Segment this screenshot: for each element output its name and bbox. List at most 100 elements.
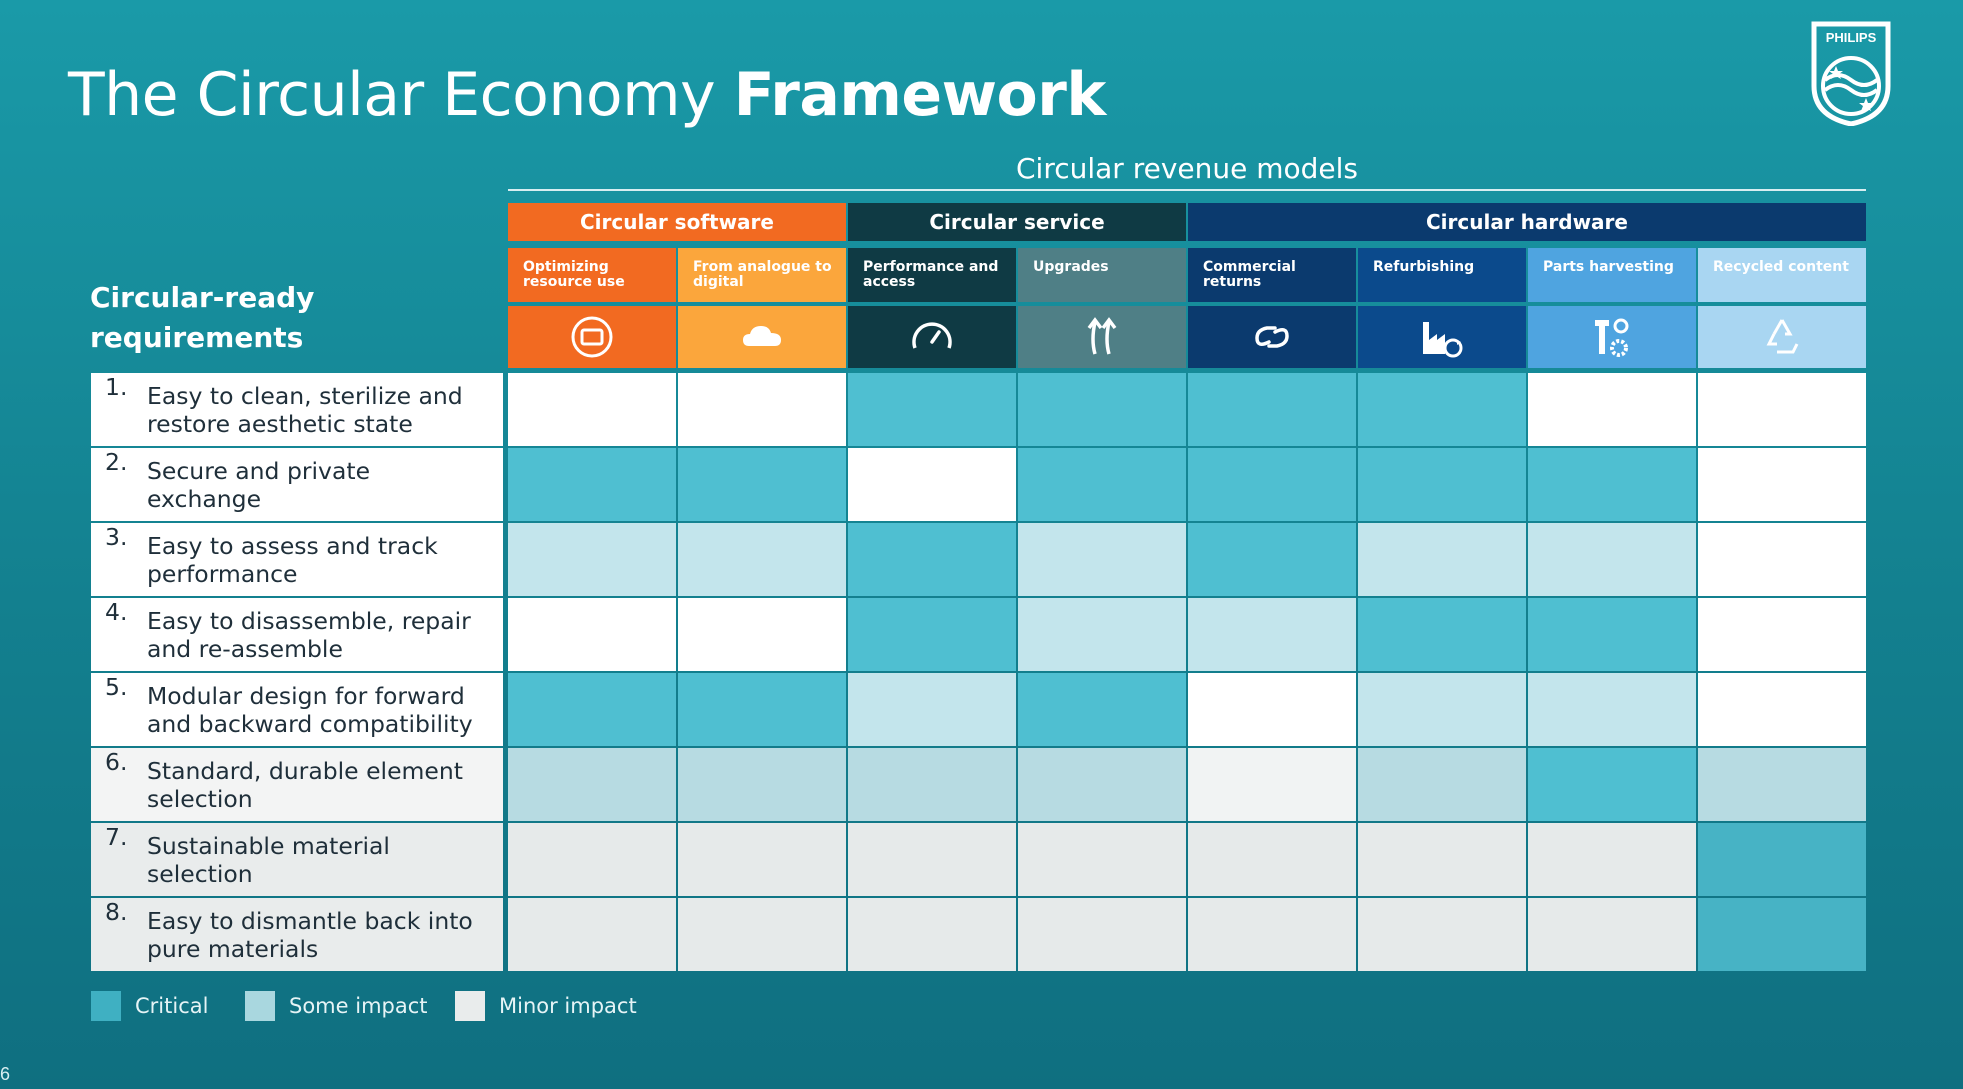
requirement-number: 7. bbox=[105, 823, 128, 851]
impact-cell-some bbox=[848, 673, 1016, 746]
column-header-performance-and-access: Performance and access bbox=[848, 248, 1016, 302]
impact-cell-minor bbox=[1188, 673, 1356, 746]
impact-cell-some bbox=[1698, 748, 1866, 821]
impact-cell-minor bbox=[1698, 448, 1866, 521]
impact-cell-minor bbox=[848, 448, 1016, 521]
impact-cell-critical bbox=[1528, 448, 1696, 521]
column-header-refurbishing: Refurbishing bbox=[1358, 248, 1526, 302]
requirement-text: Easy to assess and track performance bbox=[147, 531, 438, 588]
impact-cell-minor bbox=[848, 823, 1016, 896]
impact-cell-minor bbox=[678, 898, 846, 971]
impact-cell-critical bbox=[678, 673, 846, 746]
impact-cell-minor bbox=[678, 598, 846, 671]
impact-cell-critical bbox=[508, 448, 676, 521]
recycle-icon bbox=[1698, 306, 1866, 368]
column-header-recycled-content: Recycled content bbox=[1698, 248, 1866, 302]
impact-cell-critical bbox=[1358, 598, 1526, 671]
slide-title: The Circular Economy Framework bbox=[68, 60, 1106, 130]
legend-label: Minor impact bbox=[499, 994, 637, 1018]
requirement-number: 2. bbox=[105, 448, 128, 476]
logo-text: PHILIPS bbox=[1826, 30, 1877, 45]
impact-cell-some bbox=[1018, 523, 1186, 596]
column-header-upgrades: Upgrades bbox=[1018, 248, 1186, 302]
impact-cell-minor bbox=[508, 373, 676, 446]
legend-swatch bbox=[91, 991, 121, 1021]
impact-cell-minor bbox=[1528, 373, 1696, 446]
impact-cell-critical bbox=[508, 673, 676, 746]
link-icon bbox=[1188, 306, 1356, 368]
factory-refresh-icon bbox=[1358, 306, 1526, 368]
column-header-label: Refurbishing bbox=[1373, 259, 1475, 275]
impact-cell-minor bbox=[1188, 898, 1356, 971]
tools-gear-icon bbox=[1528, 306, 1696, 368]
requirement-row-label: 8.Easy to dismantle back into pure mater… bbox=[91, 898, 503, 971]
impact-cell-minor bbox=[1698, 523, 1866, 596]
impact-cell-critical bbox=[1358, 373, 1526, 446]
impact-cell-critical bbox=[1528, 598, 1696, 671]
impact-cell-some bbox=[1018, 598, 1186, 671]
requirement-row-label: 4.Easy to disassemble, repair and re-ass… bbox=[91, 598, 503, 671]
impact-cell-minor bbox=[508, 898, 676, 971]
impact-cell-minor bbox=[1528, 823, 1696, 896]
requirement-text: Secure and private exchange bbox=[147, 456, 371, 513]
requirement-text: Sustainable material selection bbox=[147, 831, 390, 888]
requirement-number: 4. bbox=[105, 598, 128, 626]
requirement-number: 1. bbox=[105, 373, 128, 401]
requirement-number: 8. bbox=[105, 898, 128, 926]
column-header-parts-harvesting: Parts harvesting bbox=[1528, 248, 1696, 302]
impact-cell-minor bbox=[508, 598, 676, 671]
requirement-row-label: 2. Secure and private exchange bbox=[91, 448, 503, 521]
column-header-commercial-returns: Commercial returns bbox=[1188, 248, 1356, 302]
legend-label: Critical bbox=[135, 994, 209, 1018]
impact-cell-minor bbox=[848, 898, 1016, 971]
column-header-label: Upgrades bbox=[1033, 259, 1109, 275]
impact-cell-some bbox=[1188, 598, 1356, 671]
impact-cell-minor bbox=[1018, 823, 1186, 896]
legend-swatch bbox=[455, 991, 485, 1021]
impact-cell-some bbox=[1528, 673, 1696, 746]
requirement-row-label: 1.Easy to clean, sterilize and restore a… bbox=[91, 373, 503, 446]
impact-cell-minor bbox=[1358, 898, 1526, 971]
impact-cell-critical bbox=[1018, 673, 1186, 746]
impact-cell-minor bbox=[1698, 373, 1866, 446]
column-header-optimizing-resource-use: Optimizing resource use bbox=[508, 248, 676, 302]
legend-swatch bbox=[245, 991, 275, 1021]
legend-item-minor: Minor impact bbox=[455, 990, 637, 1022]
impact-cell-some bbox=[508, 748, 676, 821]
impact-cell-some bbox=[848, 748, 1016, 821]
impact-cell-critical bbox=[1358, 448, 1526, 521]
impact-cell-critical bbox=[848, 373, 1016, 446]
impact-cell-minor bbox=[1698, 598, 1866, 671]
impact-cell-some bbox=[678, 523, 846, 596]
requirement-number: 3. bbox=[105, 523, 128, 551]
column-header-from-analogue-to-digital: From analogue to digital bbox=[678, 248, 846, 302]
requirement-row-label: 7. Sustainable material selection bbox=[91, 823, 503, 896]
gauge-icon bbox=[848, 306, 1016, 368]
impact-cell-critical bbox=[1018, 373, 1186, 446]
column-header-label: Commercial returns bbox=[1203, 259, 1296, 290]
impact-cell-some bbox=[1018, 748, 1186, 821]
impact-cell-critical bbox=[1698, 823, 1866, 896]
impact-cell-some bbox=[508, 523, 676, 596]
column-header-label: Optimizing resource use bbox=[523, 259, 625, 290]
impact-cell-critical bbox=[1188, 448, 1356, 521]
impact-cell-minor bbox=[1698, 673, 1866, 746]
cloud-icon bbox=[678, 306, 846, 368]
impact-cell-minor bbox=[1018, 898, 1186, 971]
revenue-models-title: Circular revenue models bbox=[1015, 152, 1359, 185]
requirement-text: Standard, durable element selection bbox=[147, 756, 463, 813]
screen-refresh-icon bbox=[508, 306, 676, 368]
group-header-circular-service: Circular service bbox=[848, 203, 1186, 241]
legend-item-some: Some impact bbox=[245, 990, 428, 1022]
group-header-circular-software: Circular software bbox=[508, 203, 846, 241]
impact-cell-critical bbox=[1698, 898, 1866, 971]
impact-cell-minor bbox=[1528, 898, 1696, 971]
impact-cell-minor bbox=[1358, 823, 1526, 896]
group-header-circular-hardware: Circular hardware bbox=[1188, 203, 1866, 241]
impact-cell-some bbox=[678, 748, 846, 821]
impact-cell-minor bbox=[508, 823, 676, 896]
revenue-models-divider bbox=[508, 189, 1866, 191]
impact-cell-some bbox=[1358, 748, 1526, 821]
column-header-label: From analogue to digital bbox=[693, 259, 832, 290]
